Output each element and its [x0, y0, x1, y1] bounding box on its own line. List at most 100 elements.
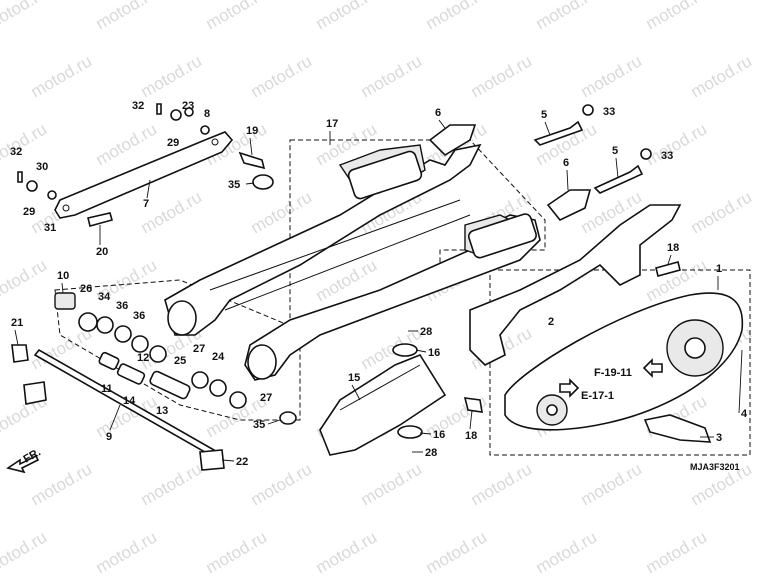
watermark-text: motod.ru — [533, 527, 601, 576]
callout-20: 20 — [96, 246, 108, 258]
chain-slider — [319, 343, 447, 456]
callout-25: 25 — [174, 355, 186, 367]
leader-line-callout-18-lower — [469, 409, 473, 430]
callout-8: 8 — [204, 108, 210, 120]
watermark-text: motod.ru — [0, 527, 50, 576]
watermark-text: motod.ru — [138, 51, 206, 101]
leader-lines — [14, 119, 743, 462]
watermark-text: motod.ru — [688, 187, 756, 237]
chain-case-bolt-upper — [655, 261, 681, 277]
watermark-text: motod.ru — [533, 0, 601, 33]
watermark-text: motod.ru — [358, 459, 426, 509]
callout-28-upper: 28 — [420, 326, 432, 338]
watermark-text: motod.ru — [28, 459, 96, 509]
callout-6-upper: 6 — [435, 107, 441, 119]
callout-19: 19 — [246, 125, 258, 137]
callout-11: 11 — [101, 383, 113, 395]
watermark-text: motod.ru — [423, 0, 491, 33]
leader-line-callout-5-lower — [615, 157, 619, 179]
callout-24: 24 — [212, 351, 225, 363]
callout-5-lower: 5 — [612, 145, 618, 157]
callout-34: 34 — [98, 291, 111, 303]
leader-line-callout-35-upper — [245, 182, 255, 185]
leader-line-callout-18-upper — [667, 254, 672, 265]
leader-line-callout-7 — [146, 179, 151, 199]
callout-29-upper: 29 — [167, 137, 179, 149]
watermark-text: motod.ru — [138, 459, 206, 509]
drive-chain — [504, 292, 744, 443]
front-direction-arrow — [6, 454, 40, 474]
callout-16-upper: 16 — [428, 347, 440, 359]
leader-line-callout-19 — [249, 137, 253, 156]
callout-18-upper: 18 — [667, 242, 679, 254]
ref-arrow-b — [559, 378, 580, 398]
callout-33-upper: 33 — [603, 106, 615, 118]
callout-14: 14 — [123, 395, 136, 407]
chain-adjusters — [428, 104, 652, 221]
callout-6-lower: 6 — [563, 157, 569, 169]
watermark-text: motod.ru — [93, 0, 161, 33]
watermark-text: motod.ru — [578, 51, 646, 101]
callout-9: 9 — [106, 431, 112, 443]
callout-18-lower: 18 — [465, 430, 477, 442]
callout-35-lower: 35 — [253, 419, 265, 431]
watermark-text: motod.ru — [203, 0, 271, 33]
ref-arrow-a — [642, 358, 663, 378]
callout-7: 7 — [143, 198, 149, 210]
pivot-axle — [11, 344, 225, 471]
watermark-text: motod.ru — [423, 527, 491, 576]
chain-set-box — [489, 269, 751, 456]
pivot-bearings — [54, 292, 247, 409]
callout-29-lower: 29 — [23, 206, 35, 218]
callout-1: 1 — [716, 263, 722, 275]
watermark-text: motod.ru — [0, 255, 50, 305]
watermark-text: motod.ru — [468, 51, 536, 101]
leader-line-callout-5-upper — [544, 121, 551, 136]
watermark-text: motod.ru — [468, 459, 536, 509]
leader-line-callout-4 — [738, 349, 743, 414]
callout-4: 4 — [741, 408, 748, 420]
callout-27-upper: 27 — [193, 343, 205, 355]
watermark-text: motod.ru — [643, 0, 711, 33]
leader-line-callout-15 — [351, 384, 361, 401]
callout-13: 13 — [156, 405, 168, 417]
callout-27-lower: 27 — [260, 392, 272, 404]
watermark-text: motod.ru — [313, 527, 381, 576]
callout-23: 23 — [182, 100, 194, 112]
watermark-text: motod.ru — [313, 0, 381, 33]
callout-16-lower: 16 — [433, 429, 445, 441]
callout-17: 17 — [326, 118, 338, 130]
leader-line-callout-6-upper — [438, 119, 446, 129]
callout-36-upper: 36 — [116, 300, 128, 312]
watermark-text: motod.ru — [248, 459, 316, 509]
watermark-text: motod.ru — [688, 51, 756, 101]
chain-case-bolt-lower — [463, 397, 483, 413]
rubber-cap-upper — [252, 174, 274, 190]
watermark-text: motod.ru — [93, 527, 161, 576]
front-direction-label: FR. — [22, 446, 43, 465]
watermark-text: motod.ru — [578, 459, 646, 509]
watermark-text: motod.ru — [643, 119, 711, 169]
chain-case — [469, 204, 682, 366]
leader-line-callout-21 — [14, 329, 19, 346]
callout-26: 26 — [80, 283, 92, 295]
callout-15: 15 — [348, 372, 360, 384]
leader-line-callout-35-lower — [267, 419, 281, 425]
swingarm-body — [164, 143, 541, 381]
callout-30: 30 — [36, 161, 48, 173]
watermark-text: motod.ru — [248, 51, 316, 101]
reference-code-b: E-17-1 — [581, 390, 614, 402]
callout-35-upper: 35 — [228, 179, 240, 191]
watermark-text: motod.ru — [203, 527, 271, 576]
callout-32-upper: 32 — [132, 100, 144, 112]
watermark-text: motod.ru — [0, 0, 50, 33]
rubber-cap-lower — [279, 411, 297, 425]
leader-line-callout-16-lower — [419, 432, 432, 435]
callout-28-lower: 28 — [425, 447, 437, 459]
callout-22: 22 — [236, 456, 248, 468]
reference-code-a: F-19-11 — [594, 367, 632, 379]
torque-rod-hardware — [17, 103, 266, 227]
